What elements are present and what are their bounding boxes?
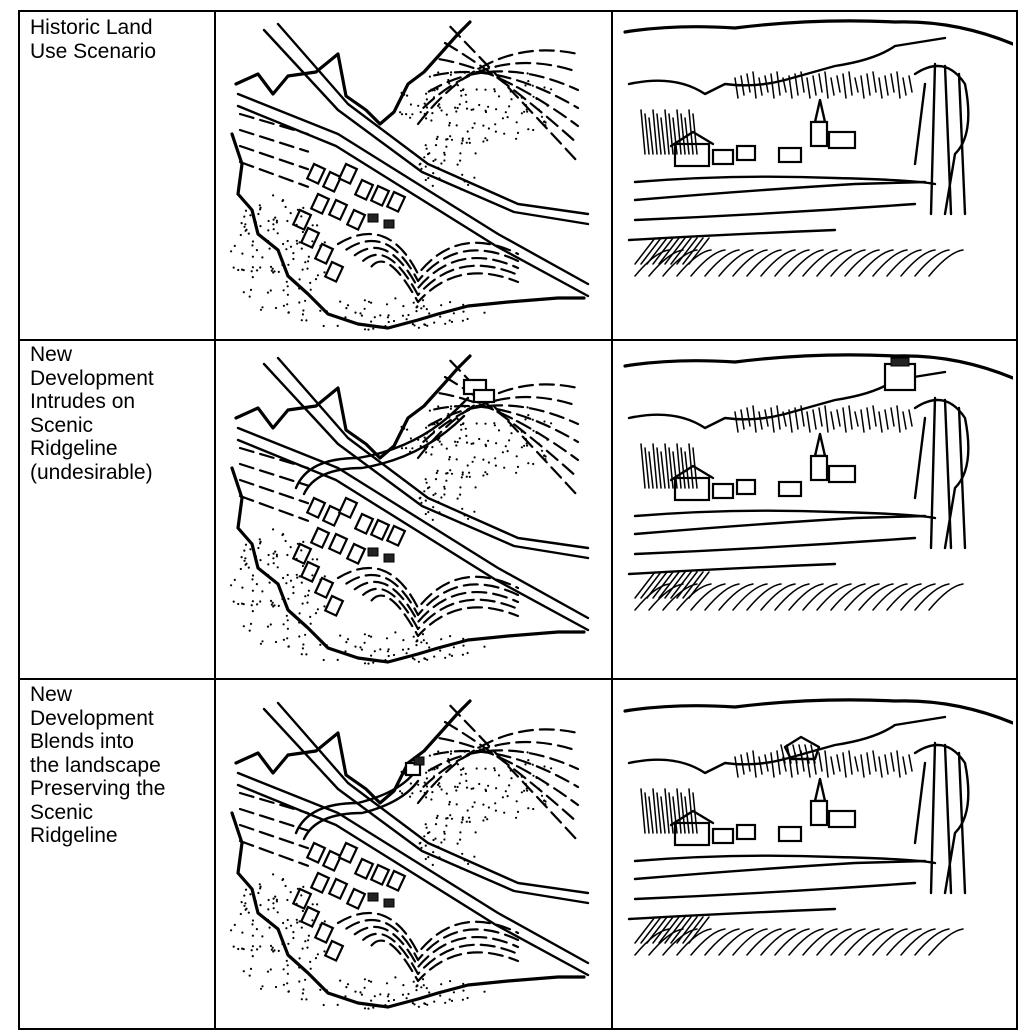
site-plan-map-icon — [218, 14, 606, 336]
table-border-left — [18, 10, 20, 1030]
table-border-top — [18, 10, 1018, 12]
column-divider-2 — [611, 10, 613, 1030]
village-perspective-sketch-icon — [615, 14, 1013, 336]
row-label-historic: Historic Land Use Scenario — [30, 16, 210, 63]
row-divider-2 — [18, 678, 1018, 680]
row-label-blends: New Development Blends into the landscap… — [30, 683, 210, 848]
village-perspective-ridge-building-icon — [615, 343, 1013, 675]
site-plan-map-ridge-development-icon — [218, 343, 606, 675]
site-plan-map-hillside-development-icon — [218, 682, 606, 1026]
column-divider-1 — [214, 10, 216, 1030]
row-divider-1 — [18, 339, 1018, 341]
village-perspective-blended-building-icon — [615, 682, 1013, 1026]
row-label-intrudes: New Development Intrudes on Scenic Ridge… — [30, 343, 210, 484]
